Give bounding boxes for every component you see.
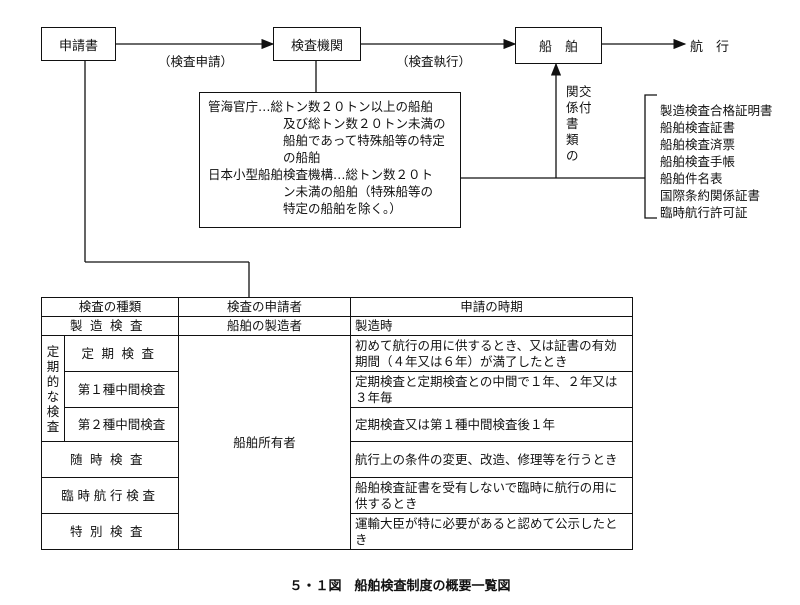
applicant-label: 申請書 <box>58 38 98 54</box>
certificate-item: 国際条約関係証書 <box>660 188 761 203</box>
certificate-item: 船舶検査済票 <box>660 137 736 152</box>
authority-box: 管海官庁…総トン数２０トン以上の船舶 及び総トン数２０トン未満の 船舶であって特… <box>199 92 461 228</box>
documents-label-col1: 関 係 書 類 の <box>566 84 579 164</box>
doc-char: 係 <box>566 100 579 115</box>
type-cell: 定期検査 <box>63 335 180 372</box>
certificate-item: 臨時航行許可証 <box>660 205 748 220</box>
timing-cell: 航行上の条件の変更、改造、修理等を行うとき <box>350 441 634 478</box>
timing-cell: 運輸大臣が特に必要があると認めて公示したとき <box>350 513 634 550</box>
type-cell: 製造検査 <box>40 316 180 336</box>
inspection-table: 検査の種類 検査の申請者 申請の時期 製造検査 船舶の製造者 製造時 定期的な検… <box>40 297 634 550</box>
doc-char: 付 <box>579 100 592 115</box>
timing-cell: 船舶検査証書を受有しないで臨時に航行の用に供するとき <box>350 477 634 514</box>
agency-box: 検査機関 <box>273 27 361 61</box>
timing-cell: 定期検査と定期検査との中間で１年、２年又は３年毎 <box>350 371 634 408</box>
type-cell: 臨時航行検査 <box>40 477 180 514</box>
table-row: 第２種中間検査 定期検査又は第１種中間検査後１年 <box>42 407 634 442</box>
owner-cell: 船舶所有者 <box>178 335 352 550</box>
doc-char: の <box>566 148 579 163</box>
authority-line-3: 船舶であって特殊船等の特定 <box>283 133 445 148</box>
timing-cell: 定期検査又は第１種中間検査後１年 <box>350 407 634 442</box>
apply-label: （検査申請） <box>158 54 234 69</box>
applicant-box: 申請書 <box>41 27 116 61</box>
type-cell: 第２種中間検査 <box>63 407 180 442</box>
table-row: 定期的な検査 定期検査 船舶所有者 初めて航行の用に供するとき、又は証書の有効期… <box>41 335 634 550</box>
timing-cell: 初めて航行の用に供するとき、又は証書の有効期間（４年又は６年）が満了したとき <box>350 335 634 372</box>
authority-line-4: の船舶 <box>283 150 321 165</box>
authority-line-7: 特定の船舶を除く。） <box>283 201 402 216</box>
certificate-item: 船舶検査手帳 <box>660 154 736 169</box>
authority-line-1: 管海官庁…総トン数２０トン以上の船舶 <box>208 99 434 114</box>
table-row: 第１種中間検査 定期検査と定期検査との中間で１年、２年又は３年毎 <box>42 371 634 408</box>
certificate-item: 船舶検査証書 <box>660 120 736 135</box>
header-applicant: 検査の申請者 <box>178 297 352 317</box>
doc-char: 書 <box>566 116 579 131</box>
figure-caption: ５・１図 船舶検査制度の概要一覧図 <box>289 579 511 594</box>
authority-line-2: 及び総トン数２０トン未満の <box>283 116 446 131</box>
ship-box: 船 舶 <box>515 27 602 64</box>
timing-cell: 製造時 <box>350 316 634 336</box>
certificate-item: 製造検査合格証明書 <box>660 103 773 118</box>
authority-line-5: 日本小型船舶検査機構…総トン数２０ト <box>208 167 434 182</box>
sailing-label: 航 行 <box>690 40 730 55</box>
table-row: 特別検査 運輸大臣が特に必要があると認めて公示したとき <box>40 513 634 550</box>
documents-label-col2: 交 付 <box>579 84 592 116</box>
periodic-group-label: 定期的な検査 <box>46 343 60 434</box>
table-row: 随時検査 航行上の条件の変更、改造、修理等を行うとき <box>40 441 634 478</box>
doc-char: 関 <box>566 84 579 99</box>
certificate-bracket <box>644 94 657 219</box>
table-header-row: 検査の種類 検査の申請者 申請の時期 <box>40 297 634 317</box>
doc-char: 類 <box>566 132 579 147</box>
applicant-cell: 船舶の製造者 <box>178 316 352 336</box>
type-cell: 特別検査 <box>40 513 180 550</box>
execute-label: （検査執行） <box>396 54 472 69</box>
doc-char: 交 <box>579 84 592 99</box>
type-cell: 第１種中間検査 <box>63 371 180 408</box>
header-type: 検査の種類 <box>40 297 180 317</box>
certificate-item: 船舶件名表 <box>660 171 723 186</box>
authority-line-6: ン未満の船舶（特殊船等の <box>283 184 434 199</box>
header-timing: 申請の時期 <box>350 297 634 317</box>
agency-label: 検査機関 <box>290 38 343 54</box>
table-row: 製造検査 船舶の製造者 製造時 <box>40 316 634 336</box>
periodic-group-cell: 定期的な検査 <box>41 335 65 442</box>
type-cell: 随時検査 <box>40 441 180 478</box>
ship-label: 船 舶 <box>538 40 578 55</box>
